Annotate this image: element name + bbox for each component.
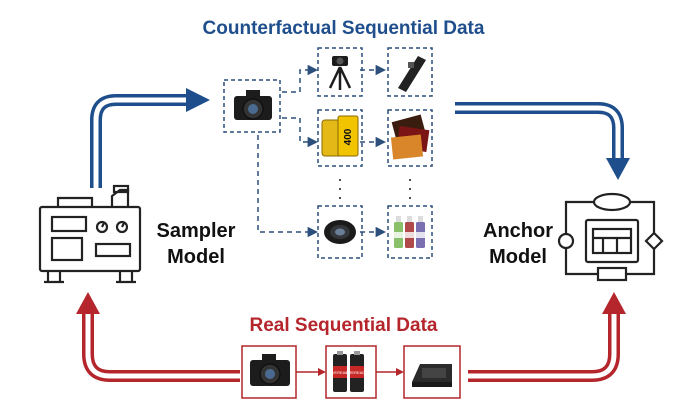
- sampler-label-line2: Model: [167, 246, 225, 268]
- real-title: Real Sequential Data: [249, 315, 438, 336]
- tripod-icon: [328, 56, 352, 90]
- item-box-tripod: [317, 47, 363, 97]
- ellipsis-dots-right: ···: [407, 169, 413, 207]
- counterfactual-title: Counterfactual Sequential Data: [202, 18, 485, 39]
- red-arrow-to-anchor: [468, 292, 626, 382]
- red-arrow-to-sampler: [76, 292, 240, 382]
- camera-icon: [234, 90, 272, 120]
- red-small-arrowhead-2: [396, 368, 404, 376]
- item-box-lens: [317, 205, 363, 259]
- sampler-label-line1: Sampler: [156, 220, 236, 242]
- blue-arrow-to-anchor: [455, 102, 630, 180]
- film-box-label: 400: [343, 128, 354, 145]
- zoom-lens-icon: [324, 220, 356, 244]
- camera-grip-icon: [398, 56, 426, 92]
- item-box-spray: [387, 205, 433, 259]
- battery-charger-icon: [412, 364, 452, 387]
- anchor-label-line1: Anchor: [483, 220, 553, 242]
- item-box-camera: [223, 79, 281, 133]
- battery-label-1: EVEREADY: [329, 370, 351, 375]
- item-box-film: [317, 109, 363, 167]
- ellipsis-dots-left: ···: [337, 169, 343, 207]
- real-camera-icon: [250, 354, 290, 386]
- anchor-workflow-icon: [557, 192, 664, 282]
- lens-cleaning-spray-icon: [394, 216, 425, 248]
- dashed-connectors: [257, 64, 387, 238]
- anchor-label-line2: Model: [489, 246, 547, 268]
- film-roll-icon: 400: [321, 115, 359, 157]
- photo-prints-icon: [390, 114, 430, 160]
- batteries-icon: EVEREADY EVEREADY: [329, 351, 368, 392]
- sampler-generator-icon: [38, 184, 142, 284]
- item-box-grip: [387, 47, 433, 97]
- anchor-model-label: Anchor Model: [468, 218, 568, 270]
- blue-arrow-sampler-to-camera: [90, 88, 210, 188]
- item-box-prints: [387, 109, 433, 167]
- battery-label-2: EVEREADY: [346, 370, 368, 375]
- red-small-arrowhead-1: [318, 368, 326, 376]
- sampler-model-label: Sampler Model: [146, 218, 246, 270]
